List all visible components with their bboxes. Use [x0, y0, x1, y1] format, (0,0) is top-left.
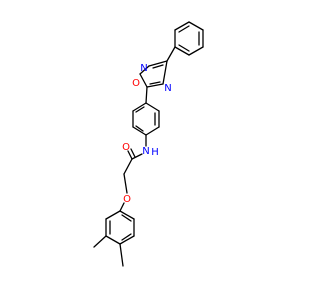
oxadiazole-o-label: O	[132, 78, 140, 89]
methyl-3	[93, 235, 107, 248]
oxadiazole-n2-label: N	[140, 63, 147, 74]
methyl-4	[119, 243, 124, 267]
amide-n-label: N	[142, 146, 149, 157]
amide-h-label: H	[151, 147, 159, 158]
oxadiazole-n4-label: N	[164, 83, 171, 94]
molecule-structure: O N N N H O O	[93, 21, 204, 267]
phenylene-ring	[132, 102, 160, 136]
phenyl-oxadiazole-bond	[166, 46, 176, 62]
amide-carbonyl-bond	[131, 153, 143, 160]
oxadiazole-ring	[139, 60, 168, 88]
molecule-canvas: O N N N H O O	[93, 21, 204, 267]
dimethylphenyl-ring	[105, 210, 135, 245]
carbonyl-double-bond	[127, 148, 136, 160]
ether-aryl-bond	[119, 202, 125, 212]
phenyl-ring	[174, 21, 204, 56]
ether-o-label: O	[123, 194, 131, 205]
oxadiazole-phenylene-bond	[145, 86, 148, 104]
carbonyl-o-label: O	[122, 142, 130, 153]
ch2-ether-bond	[123, 173, 128, 194]
carbonyl-ch2-bond	[123, 158, 133, 175]
